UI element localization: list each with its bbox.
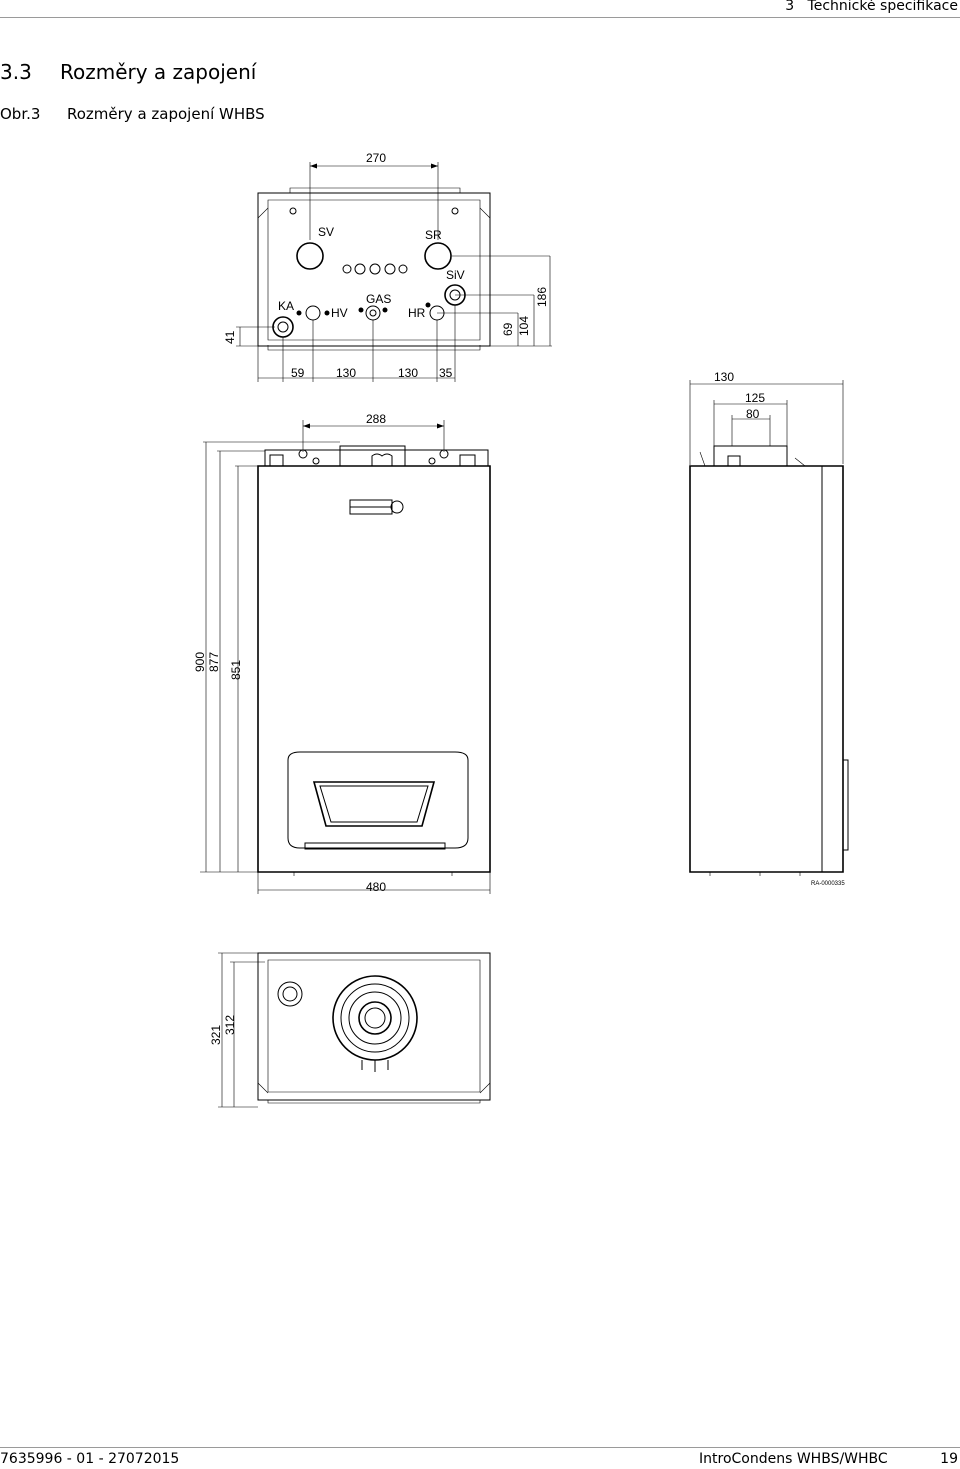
side-view: 130 125 80 RA-0000335 bbox=[689, 370, 849, 887]
section-number: 3.3 bbox=[0, 60, 32, 84]
dim-depth-321: 321 bbox=[209, 1025, 223, 1045]
dim-height-900: 900 bbox=[193, 652, 207, 672]
front-view: 288 900 877 851 480 bbox=[193, 412, 491, 894]
dim-bottom-130a: 130 bbox=[336, 366, 356, 380]
header-rule bbox=[0, 17, 960, 18]
dim-side-80: 80 bbox=[746, 407, 760, 421]
label-sr: SR bbox=[425, 228, 442, 242]
label-sv: SV bbox=[318, 225, 334, 239]
dim-left-41: 41 bbox=[223, 330, 237, 344]
dim-right-186: 186 bbox=[535, 287, 549, 307]
dim-width-480: 480 bbox=[366, 880, 386, 894]
top-view: SV SR SiV KA HV GAS HR 270 69 104 186 41… bbox=[223, 151, 552, 382]
label-hr: HR bbox=[408, 306, 426, 320]
dim-width-288: 288 bbox=[366, 412, 386, 426]
dim-side-130: 130 bbox=[714, 370, 734, 384]
dim-bottom-35: 35 bbox=[439, 366, 453, 380]
label-ka: KA bbox=[278, 299, 294, 313]
dim-bottom-130b: 130 bbox=[398, 366, 418, 380]
dim-right-104: 104 bbox=[517, 316, 531, 336]
footer-doc-number: 7635996 - 01 - 27072015 bbox=[0, 1451, 180, 1467]
dim-bottom-59: 59 bbox=[291, 366, 305, 380]
figure-reference: RA-0000335 bbox=[811, 881, 845, 887]
footer-rule bbox=[0, 1447, 960, 1448]
footer-page-number: 19 bbox=[940, 1451, 958, 1467]
footer-product: IntroCondens WHBS/WHBC bbox=[699, 1451, 888, 1467]
figure-title: Rozměry a zapojení WHBS bbox=[67, 105, 265, 123]
header-chapter-title: Technické specifikace bbox=[807, 0, 958, 14]
dim-side-125: 125 bbox=[745, 391, 765, 405]
dim-height-851: 851 bbox=[229, 660, 243, 680]
figure-number: Obr.3 bbox=[0, 105, 41, 123]
label-siv: SiV bbox=[446, 268, 465, 282]
dim-top-width: 270 bbox=[366, 151, 386, 165]
header-chapter-number: 3 bbox=[785, 0, 795, 14]
dim-height-877: 877 bbox=[207, 652, 221, 672]
running-header: 3 Technické specifikace bbox=[785, 0, 958, 14]
section-title: Rozměry a zapojení bbox=[60, 60, 257, 84]
label-hv: HV bbox=[331, 306, 348, 320]
bottom-view: 321 312 bbox=[209, 952, 491, 1108]
dim-depth-312: 312 bbox=[223, 1015, 237, 1035]
label-gas: GAS bbox=[366, 292, 391, 306]
dim-right-69: 69 bbox=[501, 322, 515, 336]
